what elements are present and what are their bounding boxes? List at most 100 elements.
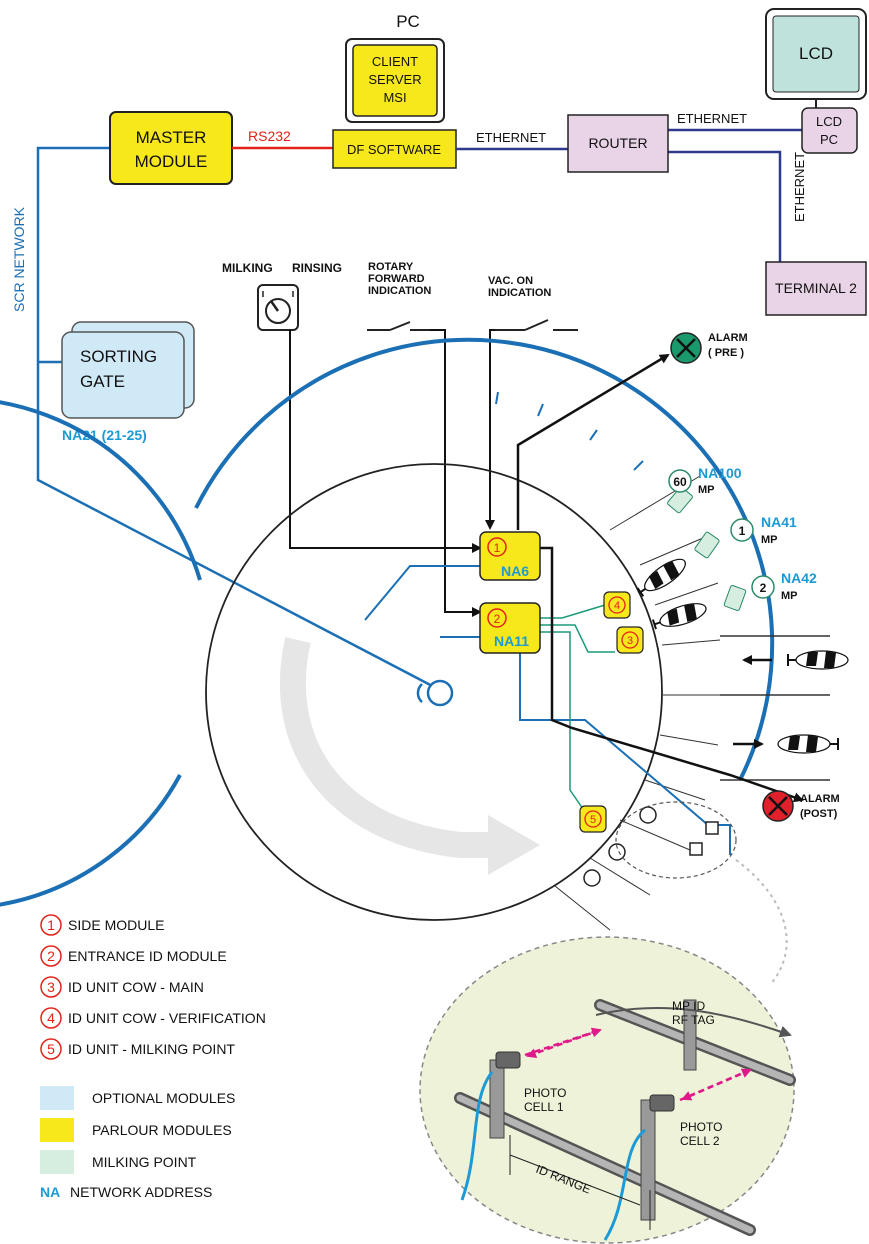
photo-cell-2-label-1: PHOTO [680,1120,722,1134]
ethernet-label-2: ETHERNET [677,111,747,126]
mp-label-na42: 2 NA42 MP [751,570,817,602]
ethernet-label-3: ETHERNET [792,152,807,222]
legend-item-4-number: 4 [47,1010,55,1026]
sorting-gate-line2: GATE [80,372,125,391]
mp-label-na100: 60 NA100 MP [668,465,742,496]
scr-network-label: SCR NETWORK [11,206,27,312]
module-2-address: NA11 [494,633,529,649]
legend-na-label: NETWORK ADDRESS [70,1184,212,1200]
pc-client-label: CLIENT [372,54,418,69]
legend-swatch-optional-label: OPTIONAL MODULES [92,1090,235,1106]
legend-item-5-label: ID UNIT - MILKING POINT [68,1041,235,1057]
mp-na100-tag: MP [698,484,715,496]
legend-item-2: 2 ENTRANCE ID MODULE [40,945,227,967]
legend-item-1: 1 SIDE MODULE [40,914,164,936]
rinsing-label: RINSING [292,261,342,275]
vac-label-1: VAC. ON [488,275,533,287]
alarm-post [762,790,794,822]
detail-view [419,936,796,1244]
alarm-pre [670,332,702,364]
id-unit-3[interactable]: 3 [616,626,644,654]
df-software-label: DF SOFTWARE [347,142,441,157]
pc-label: PC [396,12,420,31]
legend-item-3-number: 3 [47,979,55,995]
legend-item-5-number: 5 [47,1041,55,1057]
vac-label-2: INDICATION [488,287,551,299]
scr-network-line [36,146,441,692]
mp-label-na41: 1 NA41 MP [730,514,797,546]
lcd-pc-box[interactable]: LCD PC [801,107,858,154]
alarm-pre-label-1: ALARM [708,332,748,344]
lcd-monitor[interactable]: LCD [765,8,867,100]
pc-box[interactable]: CLIENT SERVER MSI [345,38,445,123]
sorting-gate-line1: SORTING [80,347,157,366]
legend-network-address: NA NETWORK ADDRESS [40,1184,212,1200]
mp-na41-address: NA41 [761,514,797,530]
cow-icon-stall-2 [651,603,707,630]
center-hub [416,679,454,707]
stall-dividers [554,475,721,931]
rotation-arrow-head [488,815,540,875]
id-unit-3-number: 3 [627,635,633,647]
legend-item-5: 5 ID UNIT - MILKING POINT [40,1038,235,1060]
legend-item-2-label: ENTRANCE ID MODULE [68,948,227,964]
side-module-na6[interactable]: 1 NA6 [479,531,541,581]
platform-circle [205,463,663,921]
master-module-line1: MASTER [136,128,207,147]
rotary-forward-switch [367,321,430,331]
alarm-post-label-1: ALARM [800,793,840,805]
cow-icon-stall-1 [636,558,686,597]
mc-box-na42[interactable] [723,584,747,612]
pc-server-label: SERVER [368,72,421,87]
vac-on-switch [495,319,578,331]
alarm-pre-label-2: ( PRE ) [708,347,744,359]
mp-id-label-1: MP ID [672,999,705,1013]
rotary-label-3: INDICATION [368,285,431,297]
df-software-box[interactable]: DF SOFTWARE [332,129,457,169]
master-module[interactable]: MASTER MODULE [109,111,233,185]
entrance-id-module-na11[interactable]: 2 NA11 [479,602,541,654]
legend-item-3: 3 ID UNIT COW - MAIN [40,976,204,998]
mp-na100-number: 60 [673,475,687,489]
legend-item-4-label: ID UNIT COW - VERIFICATION [68,1010,266,1026]
milking-rinsing-switch[interactable] [257,284,299,331]
alarm-post-label-2: (POST) [800,808,838,820]
id-unit-4[interactable]: 4 [603,591,631,619]
rotary-label-1: ROTARY [368,261,414,273]
master-module-line2: MODULE [135,152,208,171]
legend-item-1-number: 1 [47,917,55,933]
mc-box-na100[interactable] [667,486,693,514]
router-box[interactable]: ROUTER [567,114,669,173]
sorting-gate[interactable]: SORTING GATE [61,321,195,419]
lcd-pc-line2: PC [820,132,838,147]
legend-swatch-optional: OPTIONAL MODULES [40,1086,235,1110]
detail-zoom-connector [735,859,788,986]
legend-na-abbrev: NA [40,1184,60,1200]
legend: 1 SIDE MODULE 2 ENTRANCE ID MODULE 3 ID … [40,914,266,1200]
mp-id-label-2: RF TAG [672,1013,715,1027]
id-unit-5-number: 5 [590,814,596,826]
milking-label: MILKING [222,261,273,275]
photo-cell-1-label-2: CELL 1 [524,1100,564,1114]
module-1-number: 1 [494,541,501,555]
module-1-address: NA6 [501,563,529,579]
legend-item-3-label: ID UNIT COW - MAIN [68,979,204,995]
lcd-pc-line1: LCD [816,114,842,129]
router-label: ROUTER [588,135,647,151]
milking-point-units [583,806,719,887]
legend-item-1-label: SIDE MODULE [68,917,164,933]
mp-na42-address: NA42 [781,570,817,586]
lane-arrows [733,655,772,749]
cow-icon-entrance [787,650,849,670]
terminal-2-box[interactable]: TERMINAL 2 [765,261,867,316]
legend-item-4: 4 ID UNIT COW - VERIFICATION [40,1007,266,1029]
cow-icon-exit [777,734,839,754]
legend-swatch-parlour-label: PARLOUR MODULES [92,1122,232,1138]
id-unit-5[interactable]: 5 [579,805,607,833]
rotary-label-2: FORWARD [368,273,425,285]
lcd-label: LCD [799,44,833,63]
lanes [720,635,830,781]
mc-box-na41[interactable] [694,531,720,559]
photo-cell-1-label-1: PHOTO [524,1086,566,1100]
pc-msi-label: MSI [383,90,406,105]
